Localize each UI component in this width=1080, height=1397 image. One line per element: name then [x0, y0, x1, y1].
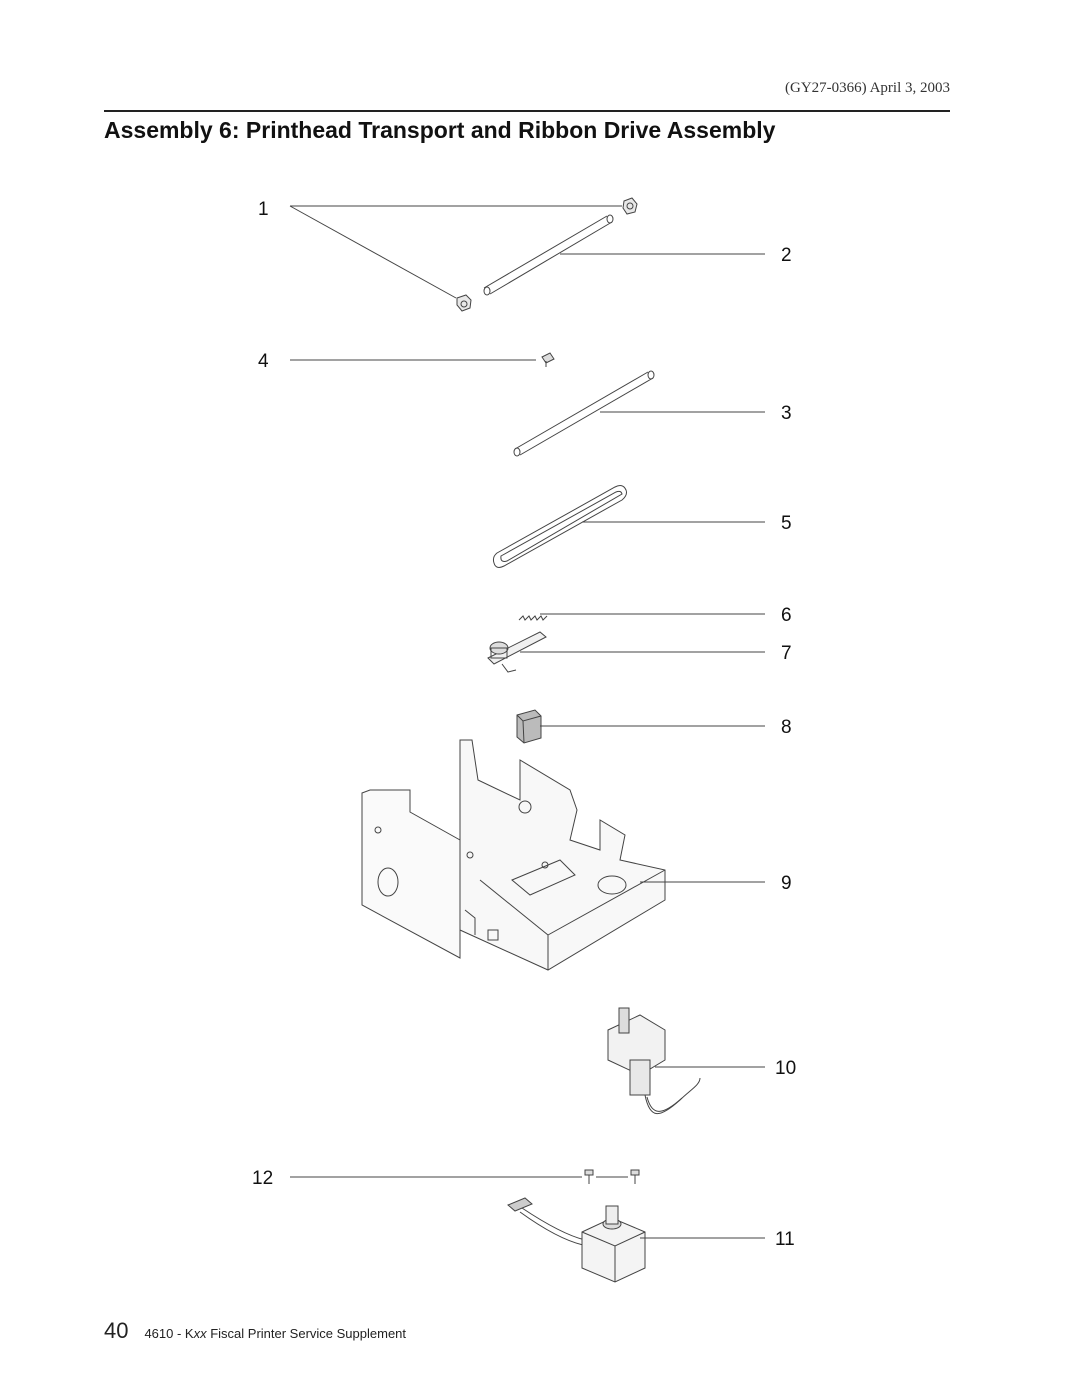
page-title: Assembly 6: Printhead Transport and Ribb…	[104, 117, 776, 143]
shaft-part-2	[483, 214, 614, 296]
callout-11: 11	[775, 1229, 795, 1250]
leader-line-1b	[289, 205, 457, 299]
header-doc-id-date: (GY27-0366) April 3, 2003	[785, 80, 950, 96]
callout-7: 7	[781, 643, 792, 664]
collar-part-1a	[622, 197, 638, 215]
callout-6: 6	[781, 605, 792, 626]
footer-doc-title-italic: xx	[193, 1326, 207, 1341]
callout-3: 3	[781, 403, 792, 424]
callout-9: 9	[781, 873, 792, 894]
footer-doc-title: 4610 - Kxx Fiscal Printer Service Supple…	[144, 1326, 406, 1341]
spring-part-6	[518, 615, 548, 621]
callout-10: 10	[775, 1058, 796, 1079]
callout-4: 4	[258, 351, 269, 372]
belt-part-5	[492, 485, 627, 568]
page-number: 40	[104, 1318, 129, 1343]
callout-12: 12	[252, 1168, 273, 1189]
page-footer: 40 4610 - Kxx Fiscal Printer Service Sup…	[104, 1318, 406, 1344]
collar-part-1b	[456, 294, 472, 312]
callout-8: 8	[781, 717, 792, 738]
shaft-part-3	[513, 370, 655, 457]
bushing-part-8	[516, 709, 542, 744]
footer-doc-title-suffix: Fiscal Printer Service Supplement	[206, 1326, 407, 1341]
screw-part-12b	[630, 1169, 640, 1184]
header-rule	[104, 110, 950, 112]
callout-5: 5	[781, 513, 792, 534]
frame-part-9	[361, 739, 666, 971]
callout-1: 1	[258, 199, 269, 220]
stepper-motor-part-11	[507, 1197, 646, 1283]
screw-part-12a	[584, 1169, 594, 1184]
footer-doc-title-prefix: 4610 - K	[144, 1326, 194, 1341]
motor-part-10	[607, 1007, 701, 1115]
pulley-bracket-part-7	[487, 631, 547, 673]
callout-2: 2	[781, 245, 792, 266]
screw-part-4	[541, 352, 555, 367]
